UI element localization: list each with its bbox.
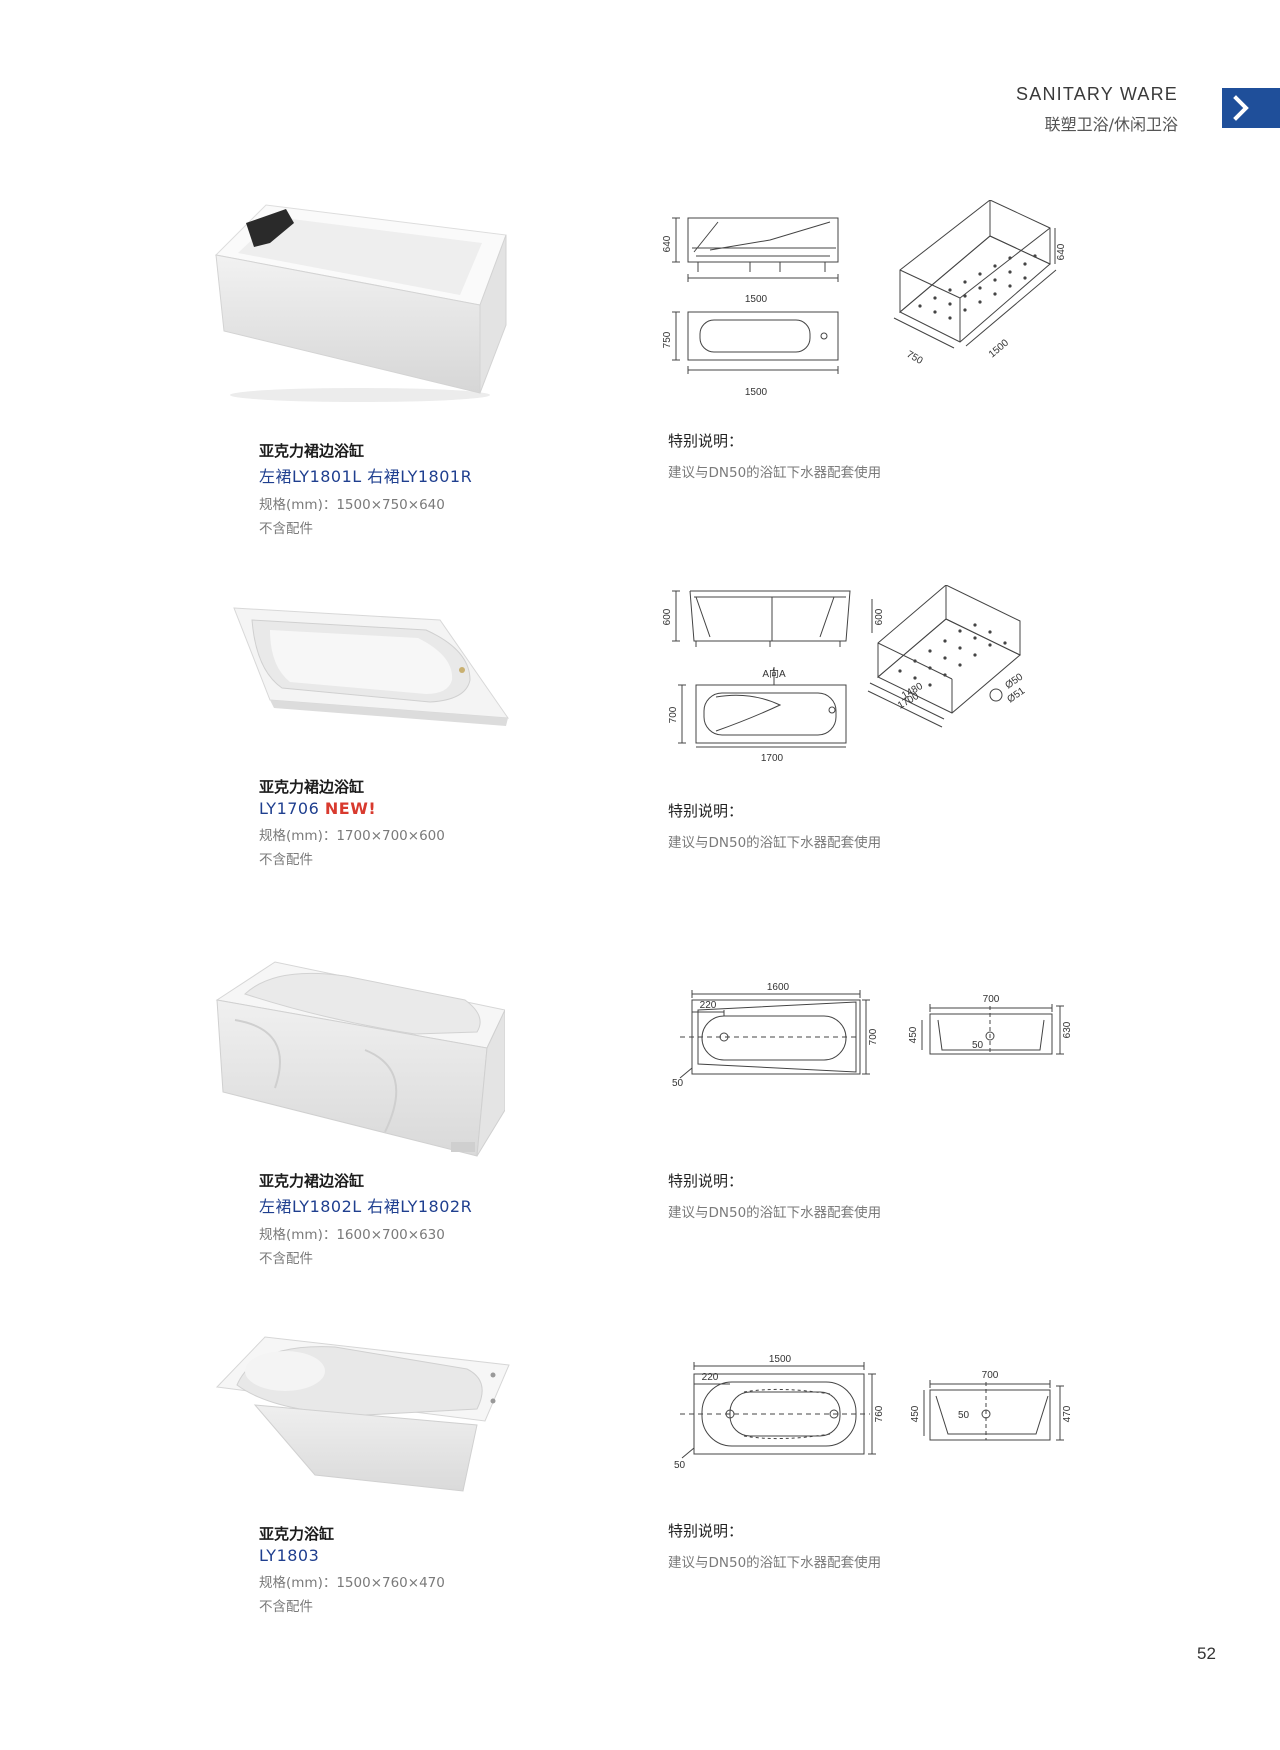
dim-height: 640: [662, 235, 673, 252]
dim-offset: 220: [702, 1372, 719, 1383]
new-badge: NEW!: [324, 799, 377, 818]
note-text: 建议与DN50的浴缸下水器配套使用: [668, 465, 882, 481]
note-heading: 特别说明：: [668, 432, 744, 450]
dim-side-drain: 50: [972, 1040, 984, 1051]
note-heading: 特别说明：: [668, 1522, 744, 1540]
product-info-ly1803: 亚克力浴缸 LY1803 规格(mm)：1500×760×470 不含配件: [259, 1523, 445, 1615]
technical-drawing-ly1803: 1500 220 760 50 700 450 470 50: [674, 1354, 1073, 1471]
product-note-ly1801: 特别说明： 建议与DN50的浴缸下水器配套使用: [668, 430, 881, 481]
dim-offset: 220: [700, 1000, 717, 1011]
dim-inner-height: 450: [910, 1405, 921, 1422]
dim-width: 760: [874, 1405, 885, 1422]
product-accessories: 不含配件: [259, 1251, 313, 1267]
product-info-ly1802: 亚克力裙边浴缸 左裙LY1802L 右裙LY1802R 规格(mm)：1600×…: [259, 1170, 472, 1267]
note-text: 建议与DN50的浴缸下水器配套使用: [668, 835, 882, 851]
product-spec: 规格(mm)：1700×700×600: [259, 828, 445, 844]
note-text: 建议与DN50的浴缸下水器配套使用: [668, 1555, 882, 1571]
dim-height: 630: [1062, 1021, 1073, 1038]
product-name: 亚克力浴缸: [259, 1525, 335, 1543]
product-photo-ly1801: [214, 204, 507, 402]
dim-length-3d: 1500: [987, 337, 1011, 360]
technical-drawing-ly1802: 1600 220 700 50 700 450 630 50: [672, 982, 1073, 1089]
dim-drain: 50: [672, 1078, 684, 1089]
product-name: 亚克力裙边浴缸: [259, 778, 365, 796]
product-accessories: 不含配件: [259, 1599, 313, 1615]
product-note-ly1803: 特别说明： 建议与DN50的浴缸下水器配套使用: [668, 1520, 881, 1571]
dim-inner-height: 450: [908, 1026, 919, 1043]
chevron-right-icon[interactable]: [1222, 88, 1280, 128]
dim-width-3d: 750: [905, 349, 925, 367]
dim-side-drain: 50: [958, 1410, 970, 1421]
product-model: LY1706 NEW!: [259, 799, 377, 818]
dim-height: 600: [662, 608, 673, 625]
product-info-ly1801: 亚克力裙边浴缸 左裙LY1801L 右裙LY1801R 规格(mm)：1500×…: [259, 440, 472, 537]
note-heading: 特别说明：: [668, 1172, 744, 1190]
product-photo-ly1803: [215, 1336, 510, 1492]
page-header: SANITARY WARE 联塑卫浴/休闲卫浴: [1016, 84, 1178, 135]
dim-height-3d: 640: [1056, 243, 1067, 260]
product-model: LY1803: [259, 1546, 320, 1565]
view-label: A向A: [762, 667, 786, 680]
header-title-en: SANITARY WARE: [1016, 84, 1178, 104]
product-info-ly1706: 亚克力裙边浴缸 LY1706 NEW! 规格(mm)：1700×700×600 …: [259, 776, 445, 868]
product-accessories: 不含配件: [259, 521, 313, 537]
product-note-ly1802: 特别说明： 建议与DN50的浴缸下水器配套使用: [668, 1170, 881, 1221]
dim-drain: 50: [674, 1460, 686, 1471]
product-photo-ly1706: [233, 607, 510, 726]
note-text: 建议与DN50的浴缸下水器配套使用: [668, 1205, 882, 1221]
dim-width: 750: [662, 331, 673, 348]
product-name: 亚克力裙边浴缸: [259, 1172, 365, 1190]
page-number: 52: [1197, 1644, 1216, 1663]
dim-side-width: 700: [983, 994, 1000, 1005]
dim-length: 1500: [769, 1354, 792, 1365]
dim-length: 1700: [761, 753, 784, 764]
dim-width: 700: [868, 1028, 879, 1045]
header-title-cn: 联塑卫浴/休闲卫浴: [1044, 115, 1178, 134]
product-note-ly1706: 特别说明： 建议与DN50的浴缸下水器配套使用: [668, 800, 881, 851]
product-spec: 规格(mm)：1600×700×630: [259, 1227, 445, 1243]
product-accessories: 不含配件: [259, 852, 313, 868]
dim-side-width: 700: [982, 1370, 999, 1381]
product-model: 左裙LY1801L 右裙LY1801R: [259, 467, 473, 486]
dim-height: 470: [1062, 1405, 1073, 1422]
note-heading: 特别说明：: [668, 802, 744, 820]
dim-width: 700: [668, 706, 679, 723]
dim-height-3d: 600: [874, 608, 885, 625]
technical-drawing-ly1706: 600 A向A 700 1700 600 1480 1700 Ø50 Ø51: [662, 585, 1028, 764]
dim-length-side: 1500: [745, 294, 768, 305]
product-photo-ly1802: [215, 961, 505, 1157]
product-model: 左裙LY1802L 右裙LY1802R: [259, 1197, 473, 1216]
product-spec: 规格(mm)：1500×760×470: [259, 1575, 445, 1591]
dim-length-top: 1500: [745, 387, 768, 398]
product-name: 亚克力裙边浴缸: [259, 442, 365, 460]
product-spec: 规格(mm)：1500×750×640: [259, 497, 445, 513]
technical-drawing-ly1801: 1500 640 750 1500 640 750 1500: [662, 200, 1067, 398]
dim-length: 1600: [767, 982, 790, 993]
